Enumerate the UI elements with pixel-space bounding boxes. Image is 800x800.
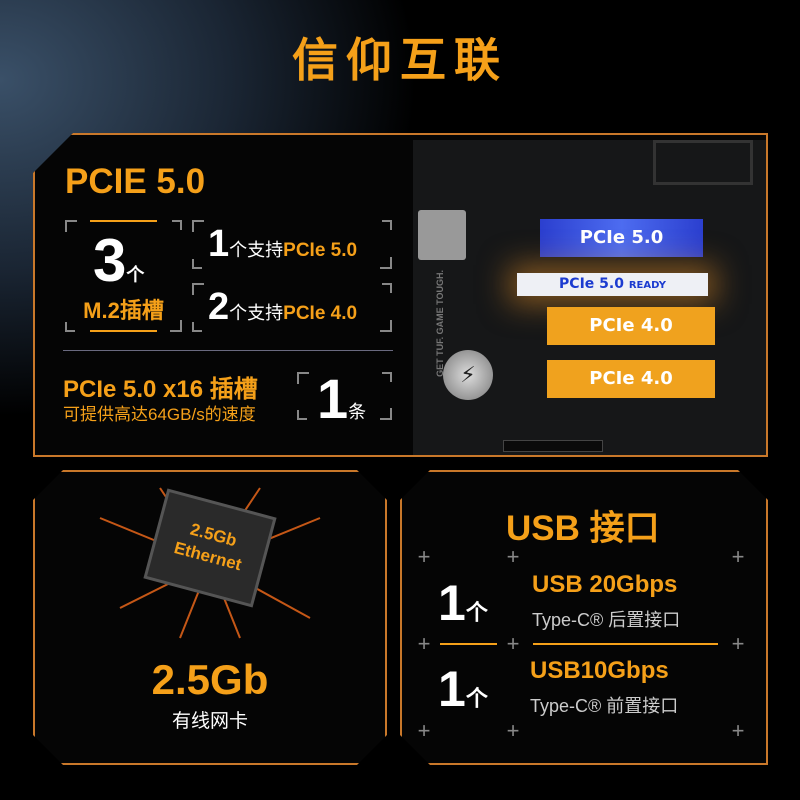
row2-text: 个支持: [229, 303, 284, 323]
m2-box: 3个 M.2插槽: [65, 220, 182, 332]
x16-box: 1条: [297, 367, 392, 430]
io-port: [418, 210, 466, 260]
usb10-count: 1个: [438, 661, 488, 717]
usb10-type: Type-C® 前置接口: [530, 696, 679, 716]
divider: [440, 643, 497, 645]
m2-count: 3: [93, 227, 127, 294]
row1-text: 个支持: [229, 240, 284, 260]
divider: [533, 643, 718, 645]
ethernet-label: 有线网卡: [171, 711, 248, 732]
ethernet-speed: 2.5Gb: [151, 656, 269, 703]
pcie-heading: PCIE 5.0: [65, 162, 206, 201]
x16-count: 1: [317, 367, 349, 430]
cross-mark: +: [506, 718, 520, 743]
m2-label: M.2插槽: [83, 298, 164, 323]
slot-pcie5-ready: PCIe 5.0 READY: [517, 273, 708, 296]
motherboard-image: ⚡ GET TUF. GAME TOUGH. PCIe 5.0 PCIe 5.0…: [413, 140, 766, 455]
row2-count: 2: [208, 286, 230, 328]
ssd-pcie4-1: PCIe 4.0: [547, 307, 715, 345]
usb20-count: 1个: [438, 575, 488, 631]
m2-unit: 个: [126, 265, 145, 285]
pcie5-m2-box: 1个支持PCIe 5.0: [192, 220, 392, 269]
cross-mark: +: [731, 718, 745, 743]
x16-unit: 条: [348, 402, 367, 422]
usb-panel: [400, 470, 768, 765]
cross-mark: +: [731, 631, 745, 656]
x16-title: PCIe 5.0 x16 插槽: [63, 376, 258, 403]
cross-mark: +: [506, 631, 520, 656]
ssd-pcie5: PCIe 5.0: [540, 219, 703, 257]
cross-mark: +: [417, 544, 431, 569]
battery-icon: ⚡: [443, 350, 493, 400]
cpu-socket: [653, 140, 753, 185]
ethernet-chip-graphic: 2.5Gb Ethernet: [99, 487, 321, 639]
ssd-pcie4-2: PCIe 4.0: [547, 360, 715, 398]
usb20-type: Type-C® 后置接口: [532, 610, 681, 630]
pcie-slot: [503, 440, 603, 452]
cross-mark: +: [731, 544, 745, 569]
usb-heading: USB 接口: [506, 509, 660, 548]
cross-mark: +: [506, 544, 520, 569]
usb10-speed: USB10Gbps: [530, 657, 669, 684]
row1-spec: PCIe 5.0: [283, 240, 358, 261]
pcie4-m2-box: 2个支持PCIe 4.0: [192, 283, 392, 332]
page-title: 信仰互联: [292, 34, 508, 86]
silkscreen-text: GET TUF. GAME TOUGH.: [435, 270, 445, 377]
row1-count: 1: [208, 223, 230, 265]
cross-mark: +: [417, 631, 431, 656]
row2-spec: PCIe 4.0: [283, 303, 358, 324]
divider: [63, 350, 393, 351]
x16-desc: 可提供高达64GB/s的速度: [63, 405, 256, 424]
cross-mark: +: [417, 718, 431, 743]
usb20-speed: USB 20Gbps: [532, 571, 678, 598]
